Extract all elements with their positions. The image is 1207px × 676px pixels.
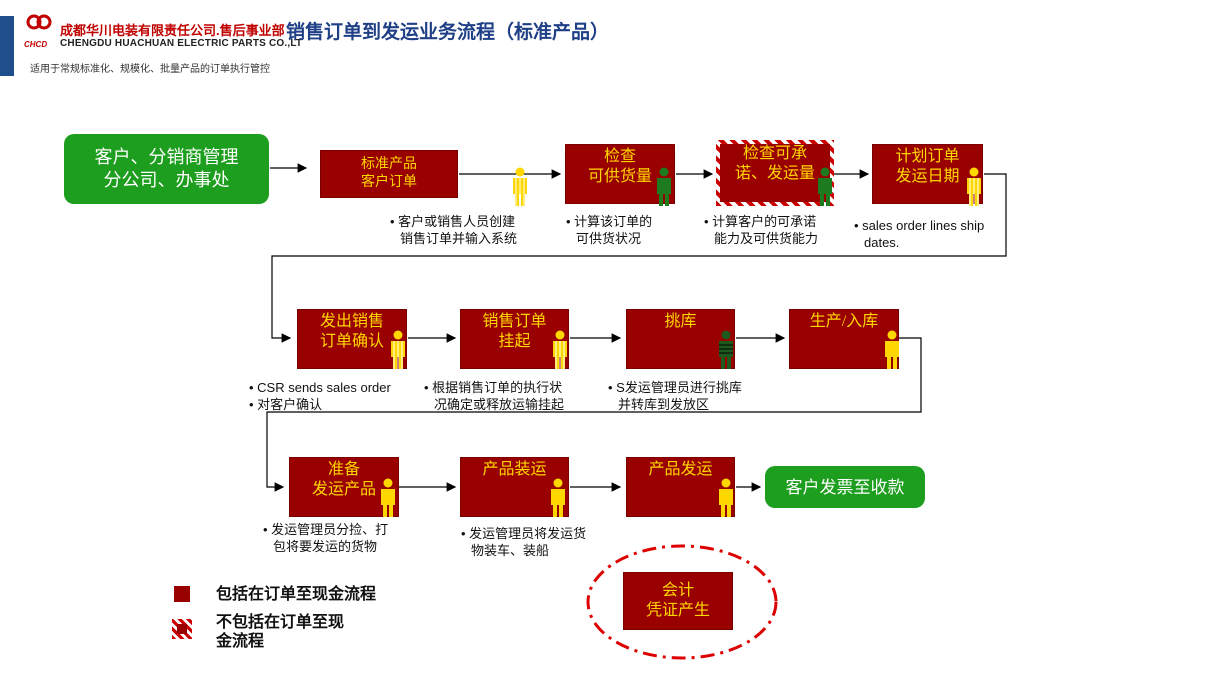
node-plan-ship-date-line1: 计划订单 <box>895 148 960 165</box>
node-check-promise-line1: 检查可承 <box>742 145 807 162</box>
legend-hatch-line2: 金流程 <box>216 633 265 650</box>
person-icon <box>513 167 527 206</box>
note-order-hold-line1: • 根据销售订单的执行状 <box>424 380 563 395</box>
legend-solid-label: 包括在订单至现金流程 <box>216 586 377 603</box>
node-standard-order: 标准产品 客户订单 <box>320 150 458 198</box>
person-icon <box>553 330 567 369</box>
note-load-product-line1: • 发运管理员将发运货 <box>461 526 587 541</box>
note-pick: • S发运管理员进行挑库 并转库到发放区 <box>608 379 742 413</box>
node-prepare-shipment: 准备 发运产品 <box>289 457 399 517</box>
node-send-confirmation: 发出销售 订单确认 <box>297 309 407 369</box>
start-customer-node: 客户、分销商管理 分公司、办事处 <box>64 134 269 204</box>
legend-hatch-line1: 不包括在订单至现 <box>216 614 345 631</box>
note-check-availability-line1: • 计算该订单的 <box>566 214 653 229</box>
note-load-product-line2: 物装车、装船 <box>471 543 550 558</box>
node-check-availability: 检查 可供货量 <box>565 144 675 204</box>
node-send-confirmation-line1: 发出销售 <box>319 313 384 330</box>
node-order-hold-line1: 销售订单 <box>482 313 547 330</box>
note-order-hold: • 根据销售订单的执行状 况确定或释放运输挂起 <box>424 379 564 413</box>
page-subtitle: 适用于常规标准化、规模化、批量产品的订单执行管控 <box>30 64 270 75</box>
person-icon <box>551 478 565 517</box>
company-logo-icon <box>26 14 52 30</box>
connector-row1-to-row2 <box>271 173 1007 343</box>
note-order-hold-line2: 况确定或释放运输挂起 <box>434 397 565 412</box>
logo-text: CHCD <box>24 40 48 49</box>
note-load-product: • 发运管理员将发运货 物装车、装船 <box>461 525 586 559</box>
header-accent-bar <box>0 16 14 76</box>
end-invoice-label: 客户发票至收款 <box>785 477 905 497</box>
note-standard-order-line1: • 客户或销售人员创建 <box>390 214 516 229</box>
person-icon <box>885 330 899 369</box>
person-icon <box>818 167 832 206</box>
end-invoice-node: 客户发票至收款 <box>765 466 925 508</box>
legend-solid-swatch <box>174 586 190 602</box>
note-send-confirmation: • CSR sends sales order • 对客户确认 <box>249 379 391 413</box>
person-icon <box>719 478 733 517</box>
start-line2: 分公司、办事处 <box>103 170 230 190</box>
node-check-availability-line2: 可供货量 <box>587 168 652 185</box>
accounting-dashed-ellipse <box>586 544 778 660</box>
node-send-confirmation-line2: 订单确认 <box>319 333 384 350</box>
node-check-promise-line2: 诺、发运量 <box>734 165 815 182</box>
node-accounting-line1: 会计 <box>661 582 694 599</box>
note-prepare-shipment: • 发运管理员分捡、打 包将要发运的货物 <box>263 521 388 555</box>
note-check-availability-line2: 可供货状况 <box>576 231 642 246</box>
connector-row2-to-row3 <box>266 337 922 492</box>
node-accounting-line2: 凭证产生 <box>645 602 710 619</box>
note-plan-ship-date-line2: dates. <box>864 235 900 250</box>
node-produce-stock: 生产/入库 <box>789 309 899 369</box>
person-icon <box>391 330 405 369</box>
node-produce-stock-line1: 生产/入库 <box>809 313 879 330</box>
node-check-availability-line1: 检查 <box>603 148 636 165</box>
person-icon <box>657 167 671 206</box>
note-check-promise: • 计算客户的可承诺 能力及可供货能力 <box>704 213 818 247</box>
legend-hatch-label: 不包括在订单至现 金流程 <box>216 613 344 651</box>
note-standard-order: • 客户或销售人员创建 销售订单并输入系统 <box>390 213 517 247</box>
note-send-confirmation-line2: • 对客户确认 <box>249 397 323 412</box>
note-plan-ship-date: • sales order lines ship dates. <box>854 217 984 251</box>
node-plan-ship-date-line2: 发运日期 <box>895 168 960 185</box>
note-check-availability: • 计算该订单的 可供货状况 <box>566 213 652 247</box>
note-plan-ship-date-line1: • sales order lines ship <box>854 218 985 233</box>
note-prepare-shipment-line1: • 发运管理员分捡、打 <box>263 522 389 537</box>
node-order-hold-line2: 挂起 <box>498 333 531 350</box>
company-name-en: CHENGDU HUACHUAN ELECTRIC PARTS CO.,LT <box>60 38 303 49</box>
node-load-product: 产品装运 <box>460 457 569 517</box>
start-line1: 客户、分销商管理 <box>94 147 239 167</box>
note-pick-line1: • S发运管理员进行挑库 <box>608 380 742 395</box>
note-check-promise-line1: • 计算客户的可承诺 <box>704 214 817 229</box>
node-prepare-shipment-line1: 准备 <box>327 461 360 478</box>
note-pick-line2: 并转库到发放区 <box>618 397 710 412</box>
legend-hatch-swatch <box>172 619 192 639</box>
node-standard-order-line2: 客户订单 <box>361 175 417 190</box>
node-pick-line1: 挑库 <box>664 313 697 330</box>
company-name-cn: 成都华川电装有限责任公司.售后事业部 <box>60 23 285 38</box>
node-ship-product-line1: 产品发运 <box>648 461 713 478</box>
note-standard-order-line2: 销售订单并输入系统 <box>400 231 518 246</box>
node-order-hold: 销售订单 挂起 <box>460 309 569 369</box>
note-check-promise-line2: 能力及可供货能力 <box>714 231 819 246</box>
node-load-product-line1: 产品装运 <box>482 461 547 478</box>
person-icon <box>381 478 395 517</box>
person-icon <box>967 167 981 206</box>
node-prepare-shipment-line2: 发运产品 <box>311 481 376 498</box>
node-check-promise: 检查可承 诺、发运量 <box>716 140 834 206</box>
person-icon <box>719 330 733 369</box>
node-pick: 挑库 <box>626 309 735 369</box>
page-title: 销售订单到发运业务流程（标准产品） <box>286 22 610 43</box>
node-accounting-voucher: 会计 凭证产生 <box>623 572 733 630</box>
node-ship-product: 产品发运 <box>626 457 735 517</box>
note-prepare-shipment-line2: 包将要发运的货物 <box>273 539 378 554</box>
node-plan-ship-date: 计划订单 发运日期 <box>872 144 983 204</box>
node-standard-order-line1: 标准产品 <box>361 157 417 172</box>
note-send-confirmation-line1: • CSR sends sales order <box>249 380 391 395</box>
